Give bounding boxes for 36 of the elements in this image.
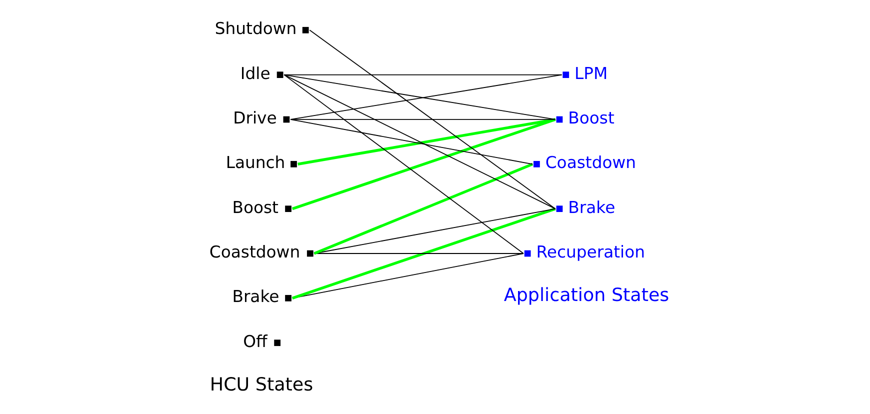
connector <box>291 118 556 210</box>
node-box <box>556 206 562 212</box>
node-label: Drive <box>232 108 276 128</box>
node-box <box>302 26 308 34</box>
node-label: Brake <box>232 287 279 306</box>
node-label: Launch <box>225 153 285 172</box>
node-box <box>306 250 313 257</box>
node-box <box>274 340 280 346</box>
node-label: Idle <box>240 64 270 83</box>
node-box <box>524 250 530 257</box>
node-box <box>290 160 296 168</box>
node-label: Shutdown <box>214 19 296 38</box>
connector <box>290 119 556 120</box>
label: Application States <box>503 284 669 306</box>
connector <box>283 74 562 76</box>
node-label: Coastdown <box>208 242 300 262</box>
connector <box>313 253 524 254</box>
node-box <box>562 72 569 78</box>
node-label: LPM <box>574 64 608 83</box>
node-label: Recuperation <box>536 242 645 262</box>
node-box <box>284 294 291 302</box>
node-box <box>282 116 290 123</box>
node-label: Boost <box>568 108 614 128</box>
node-label: Boost <box>232 198 278 217</box>
connector <box>313 162 533 255</box>
connector <box>308 30 556 210</box>
connector <box>291 208 556 300</box>
node-label: Coastdown <box>544 153 636 172</box>
node-box <box>533 160 540 168</box>
node-box <box>284 206 291 212</box>
node-label: Brake <box>568 198 615 217</box>
connector <box>313 208 556 254</box>
node-box <box>556 116 562 123</box>
node-box <box>276 72 283 78</box>
node-label: Off <box>242 332 267 351</box>
label: HCU States <box>209 374 313 396</box>
